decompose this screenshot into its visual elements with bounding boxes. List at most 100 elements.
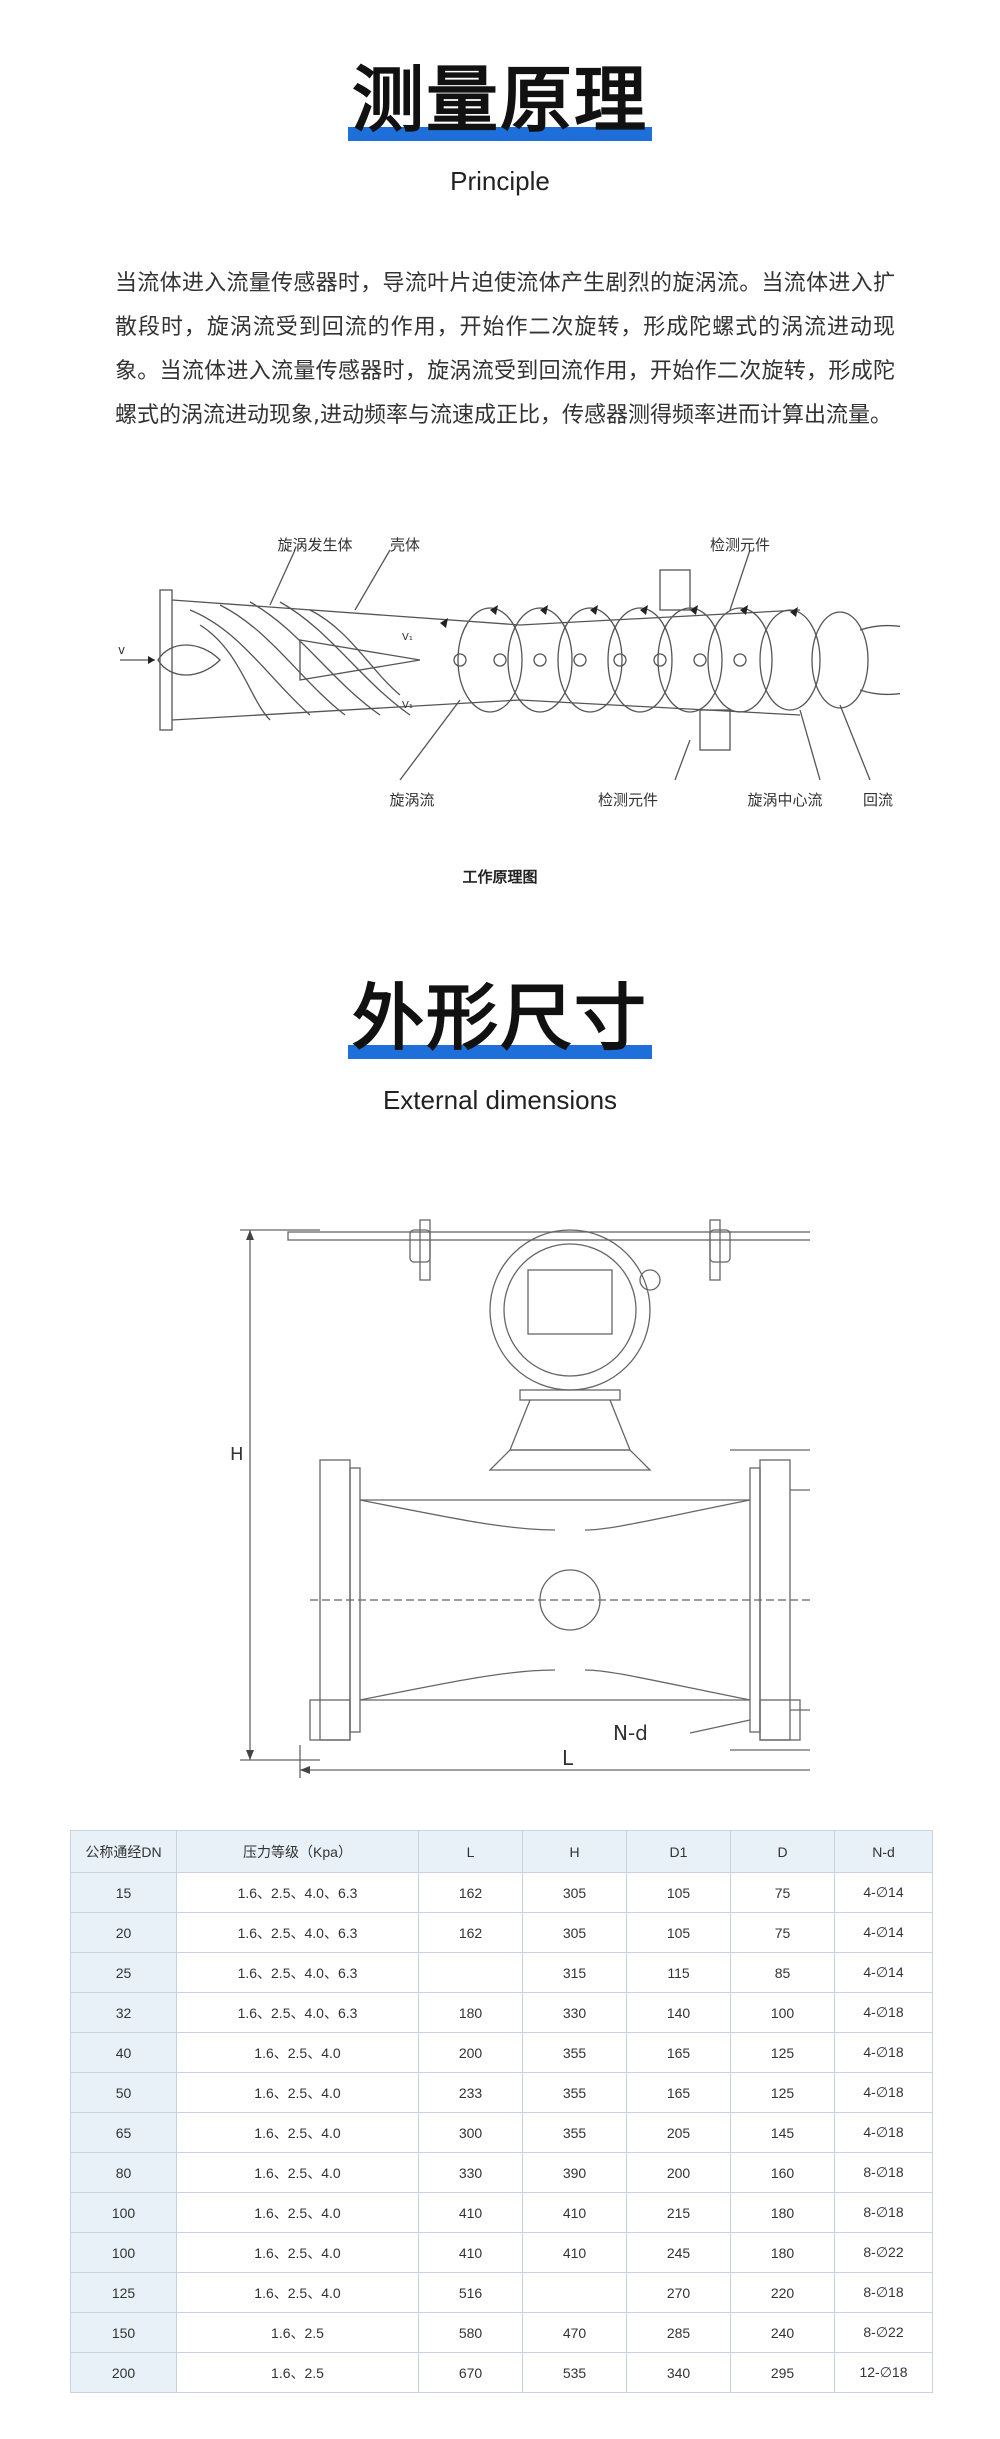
dimensions-title-text: 外形尺寸	[351, 976, 648, 1060]
cell-dn: 150	[70, 2312, 177, 2353]
cell-pressure: 1.6、2.5、4.0	[176, 2192, 419, 2233]
title-underline	[347, 1045, 652, 1059]
cell-dn: 80	[70, 2152, 177, 2193]
cell-H: 305	[522, 1872, 627, 1913]
cell-Nd: 8-∅18	[834, 2272, 933, 2313]
cell-H: 410	[522, 2192, 627, 2233]
principle-title-text: 测量原理	[351, 58, 648, 142]
cell-D1: 115	[626, 1952, 731, 1993]
cell-pressure: 1.6、2.5、4.0	[176, 2032, 419, 2073]
cell-pressure: 1.6、2.5、4.0、6.3	[176, 1912, 419, 1953]
cell-L: 200	[418, 2032, 523, 2073]
cell-D1: 205	[626, 2112, 731, 2153]
cell-H: 315	[522, 1952, 627, 1993]
cell-D: 220	[730, 2272, 835, 2313]
dimensions-title: 外形尺寸	[0, 973, 1000, 1063]
principle-subtitle: Principle	[450, 166, 550, 196]
cell-H: 535	[522, 2352, 627, 2393]
cell-Nd: 4-∅14	[834, 1952, 933, 1993]
cell-D1: 105	[626, 1872, 731, 1913]
cell-D: 145	[730, 2112, 835, 2153]
cell-D1: 165	[626, 2032, 731, 2073]
header-Nd: N-d	[834, 1830, 933, 1873]
cell-H: 355	[522, 2072, 627, 2113]
cell-L: 670	[418, 2352, 523, 2393]
cell-Nd: 4-∅18	[834, 1992, 933, 2033]
cell-Nd: 4-∅14	[834, 1912, 933, 1953]
cell-D: 125	[730, 2072, 835, 2113]
title-underline	[347, 127, 652, 141]
principle-paragraph: 当流体进入流量传感器时，导流叶片迫使流体产生剧烈的旋涡流。当流体进入扩散段时，旋…	[115, 271, 895, 428]
cell-D: 180	[730, 2192, 835, 2233]
header-D: D	[730, 1830, 835, 1873]
cell-H: 470	[522, 2312, 627, 2353]
cell-D: 295	[730, 2352, 835, 2393]
external-dimensions-drawing: H D D1 N-d L	[230, 1219, 810, 1778]
cell-L: 162	[418, 1912, 523, 1953]
cell-Nd: 8-∅18	[834, 2192, 933, 2233]
cell-pressure: 1.6、2.5、4.0	[176, 2272, 419, 2313]
cell-D1: 105	[626, 1912, 731, 1953]
label-shell: 壳体	[390, 536, 420, 554]
cell-D1: 245	[626, 2232, 731, 2273]
cell-D1: 140	[626, 1992, 731, 2033]
cell-Nd: 4-∅18	[834, 2112, 933, 2153]
cell-Nd: 4-∅14	[834, 1872, 933, 1913]
cell-D: 75	[730, 1872, 835, 1913]
cell-pressure: 1.6、2.5、4.0	[176, 2072, 419, 2113]
cell-L: 580	[418, 2312, 523, 2353]
cell-pressure: 1.6、2.5、4.0、6.3	[176, 1992, 419, 2033]
cell-Nd: 4-∅18	[834, 2032, 933, 2073]
cell-pressure: 1.6、2.5、4.0	[176, 2112, 419, 2153]
cell-L: 233	[418, 2072, 523, 2113]
cell-D: 180	[730, 2232, 835, 2273]
cell-D1: 215	[626, 2192, 731, 2233]
cell-Nd: 8-∅22	[834, 2232, 933, 2273]
cell-L: 516	[418, 2272, 523, 2313]
header-pressure: 压力等级（Kpa）	[176, 1830, 419, 1873]
label-L: L	[562, 1746, 574, 1770]
cell-D: 125	[730, 2032, 835, 2073]
label-H: H	[230, 1444, 244, 1465]
header-dn: 公称通经DN	[70, 1830, 177, 1873]
cell-dn: 100	[70, 2232, 177, 2273]
cell-L: 330	[418, 2152, 523, 2193]
cell-dn: 65	[70, 2112, 177, 2153]
cell-dn: 125	[70, 2272, 177, 2313]
header-L: L	[418, 1830, 523, 1873]
cell-L: 180	[418, 1992, 523, 2033]
cell-Nd: 4-∅18	[834, 2072, 933, 2113]
cell-Nd: 8-∅22	[834, 2312, 933, 2353]
cell-pressure: 1.6、2.5	[176, 2352, 419, 2393]
cell-pressure: 1.6、2.5、4.0	[176, 2152, 419, 2193]
cell-L: 410	[418, 2232, 523, 2273]
diagram-caption: 工作原理图	[462, 868, 538, 886]
cell-D: 160	[730, 2152, 835, 2193]
cell-pressure: 1.6、2.5、4.0	[176, 2232, 419, 2273]
cell-dn: 40	[70, 2032, 177, 2073]
cell-pressure: 1.6、2.5、4.0、6.3	[176, 1952, 419, 1993]
cell-dn: 50	[70, 2072, 177, 2113]
label-v: v	[118, 643, 125, 657]
cell-Nd: 12-∅18	[834, 2352, 933, 2393]
principle-title: 测量原理	[0, 55, 1000, 145]
cell-dn: 25	[70, 1952, 177, 1993]
cell-dn: 200	[70, 2352, 177, 2393]
cell-D1: 270	[626, 2272, 731, 2313]
cell-dn: 20	[70, 1912, 177, 1953]
cell-H: 355	[522, 2032, 627, 2073]
cell-L: 300	[418, 2112, 523, 2153]
cell-D: 75	[730, 1912, 835, 1953]
cell-H: 330	[522, 1992, 627, 2033]
cell-dn: 100	[70, 2192, 177, 2233]
